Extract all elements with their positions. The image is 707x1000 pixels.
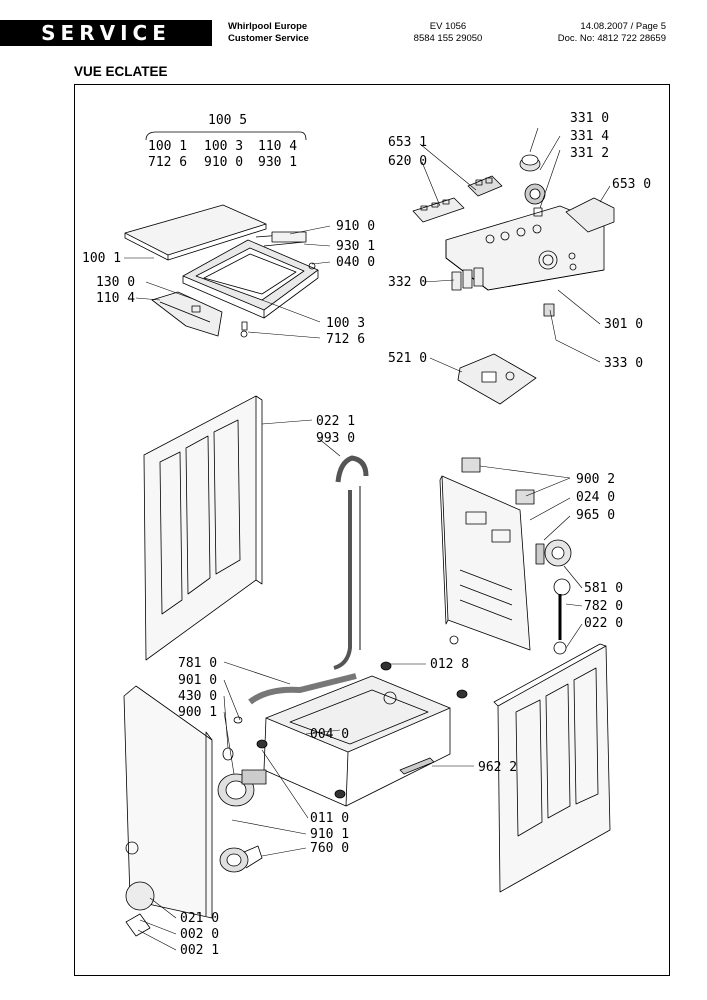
programmer-part — [457, 353, 537, 405]
header-model-block: EV 1056 8584 155 29050 — [392, 21, 504, 45]
part-label: 022 1 — [316, 414, 355, 429]
group-row1-label: 100 1 — [148, 139, 187, 154]
heater-rail-part — [399, 757, 435, 775]
small-rods-part — [240, 231, 316, 338]
part-label: 581 0 — [584, 581, 623, 596]
part-label: 332 0 — [388, 275, 427, 290]
part-label: 962 2 — [478, 760, 517, 775]
part-label: 002 1 — [180, 943, 219, 958]
foot-part — [256, 661, 468, 799]
group-row2-label: 712 6 — [148, 155, 187, 170]
part-label: 333 0 — [604, 356, 643, 371]
part-label: 331 2 — [570, 146, 609, 161]
bracket-part — [565, 197, 615, 233]
drain-hose-part — [333, 455, 369, 670]
side-panel-right-part — [493, 643, 611, 893]
part-label: 900 2 — [576, 472, 615, 487]
part-label: 331 4 — [570, 129, 609, 144]
part-label: 100 3 — [326, 316, 365, 331]
group-brace — [145, 131, 307, 141]
part-label: 130 0 — [96, 275, 135, 290]
model-code: 8584 155 29050 — [413, 33, 483, 44]
part-label: 653 0 — [612, 177, 651, 192]
part-label: 040 0 — [336, 255, 375, 270]
knob-part — [519, 154, 546, 217]
part-label: 002 0 — [180, 927, 219, 942]
leader-lines — [124, 127, 611, 951]
part-label: 782 0 — [584, 599, 623, 614]
base-hose-part — [248, 673, 357, 705]
department-name: Customer Service — [228, 33, 309, 44]
part-label: 900 1 — [178, 705, 217, 720]
part-label: 011 0 — [310, 811, 349, 826]
part-label: 910 1 — [310, 827, 349, 842]
top-frame-part — [182, 239, 319, 319]
control-pcb-part — [412, 197, 465, 223]
top-cover-part — [124, 204, 267, 261]
part-label: 930 1 — [336, 239, 375, 254]
part-label: 901 0 — [178, 673, 217, 688]
part-label: 430 0 — [178, 689, 217, 704]
part-label: 004 0 — [310, 727, 349, 742]
base-frame-part — [263, 675, 451, 807]
part-label: 100 1 — [82, 251, 121, 266]
company-name: Whirlpool Europe — [228, 21, 308, 32]
shock-mount-part — [461, 457, 545, 565]
group-row2-label: 910 0 — [204, 155, 243, 170]
part-label: 301 0 — [604, 317, 643, 332]
pulley-part — [544, 539, 572, 655]
part-label: 653 1 — [388, 135, 427, 150]
model-name: EV 1056 — [429, 21, 467, 32]
filter-part — [219, 845, 263, 873]
part-label: 965 0 — [576, 508, 615, 523]
side-panel-left-part — [143, 395, 263, 661]
header-company-block: Whirlpool Europe Customer Service — [228, 21, 309, 45]
header-doc-block: 14.08.2007 / Page 5 Doc. No: 4812 722 28… — [500, 21, 666, 45]
part-label: 021 0 — [180, 911, 219, 926]
date-page: 14.08.2007 / Page 5 — [580, 21, 666, 32]
control-panel-trim-part — [151, 291, 223, 337]
part-label: 521 0 — [388, 351, 427, 366]
section-title: VUE ECLATEE — [74, 64, 168, 79]
part-label: 620 0 — [388, 154, 427, 169]
part-label: 110 4 — [96, 291, 135, 306]
doc-number: Doc. No: 4812 722 28659 — [557, 33, 666, 44]
diagram-frame — [74, 84, 670, 976]
pump-part — [217, 716, 267, 807]
part-label: 781 0 — [178, 656, 217, 671]
group-parent-label: 100 5 — [208, 113, 247, 128]
back-panel-part — [439, 475, 531, 651]
part-label: 022 0 — [584, 616, 623, 631]
control-panel-part — [445, 205, 605, 291]
group-row1-label: 100 3 — [204, 139, 243, 154]
part-label: 024 0 — [576, 490, 615, 505]
service-badge: SERVICE — [0, 20, 212, 46]
part-label: 993 0 — [316, 431, 355, 446]
part-label: 910 0 — [336, 219, 375, 234]
group-row1-label: 110 4 — [258, 139, 297, 154]
part-label: 331 0 — [570, 111, 609, 126]
part-label: 012 8 — [430, 657, 469, 672]
part-label: 712 6 — [326, 332, 365, 347]
part-label: 760 0 — [310, 841, 349, 856]
switch-block-part — [467, 175, 503, 197]
button-set-part — [451, 267, 555, 317]
group-row2-label: 930 1 — [258, 155, 297, 170]
front-panel-part — [123, 685, 213, 919]
filter-door-part — [125, 881, 155, 937]
